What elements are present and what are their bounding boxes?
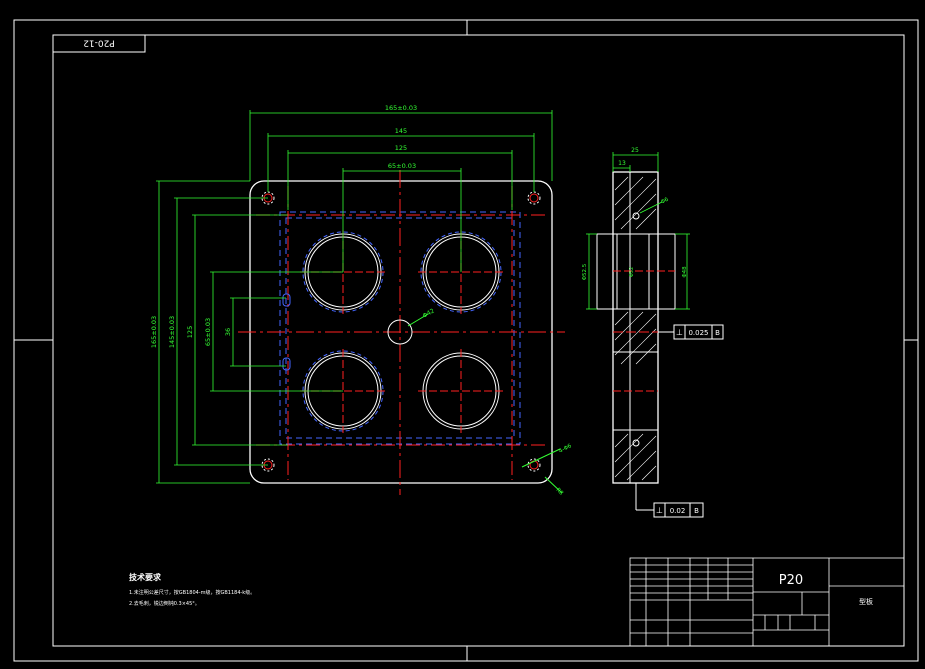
notes-heading: 技术要求 bbox=[129, 572, 162, 582]
dim-left-125: 125 bbox=[186, 326, 194, 338]
tolerance-parallel: ⊥ 0.02 B bbox=[635, 483, 704, 518]
svg-text:B: B bbox=[694, 507, 699, 515]
top-dimensions bbox=[249, 110, 553, 272]
hatch-middle bbox=[614, 311, 657, 365]
dim-left-145: 145±0.03 bbox=[168, 316, 176, 348]
center-hole-label: Φ42 bbox=[422, 307, 436, 319]
side-dim-mid: Φ52 bbox=[629, 267, 635, 277]
drawing-code: P20-12 bbox=[83, 38, 115, 48]
left-dimensions bbox=[156, 180, 343, 484]
side-dim-bore-left: Φ52.5 bbox=[582, 263, 588, 280]
svg-text:⊥: ⊥ bbox=[676, 328, 683, 337]
dim-top-145: 145 bbox=[395, 127, 407, 135]
tolerance-perpendicular: ⊥ 0.025 B bbox=[658, 324, 724, 340]
title-block bbox=[629, 557, 905, 647]
dim-top-65: 65±0.03 bbox=[388, 162, 416, 170]
hatch-top bbox=[614, 176, 657, 230]
notes-line1: 1.未注明公差尺寸，按GB1804-m级，按GB1184-k级。 bbox=[129, 589, 255, 596]
side-view bbox=[596, 171, 676, 484]
side-dim-13: 13 bbox=[618, 160, 626, 167]
hatch-bottom bbox=[614, 433, 657, 481]
inner-border bbox=[52, 34, 905, 647]
dim-left-36: 36 bbox=[224, 328, 232, 336]
svg-text:0.025: 0.025 bbox=[688, 329, 708, 337]
dim-left-65: 65±0.03 bbox=[204, 318, 212, 346]
technical-notes: 技术要求 1.未注明公差尺寸，按GB1804-m级，按GB1184-k级。 2.… bbox=[129, 572, 255, 607]
center-hole bbox=[387, 319, 413, 345]
side-dim-bore-right: Φ48 bbox=[682, 266, 688, 278]
title-part-name: P20 bbox=[779, 573, 803, 588]
drawing-code-box bbox=[52, 34, 146, 53]
svg-text:B: B bbox=[715, 329, 720, 337]
front-view: Φ42 4-Φ6 R8 bbox=[238, 170, 573, 497]
corner-radius: R8 bbox=[555, 487, 565, 497]
side-dim-width: 25 bbox=[631, 147, 639, 154]
dim-top-overall: 165±0.03 bbox=[385, 104, 417, 112]
dim-left-overall: 165±0.03 bbox=[150, 316, 158, 348]
dim-top-125: 125 bbox=[395, 144, 407, 152]
side-dim-hole: Φ6 bbox=[660, 196, 670, 205]
svg-text:0.02: 0.02 bbox=[670, 507, 686, 515]
side-dimensions bbox=[586, 152, 690, 310]
svg-text:⊥: ⊥ bbox=[656, 506, 663, 515]
notes-line2: 2.去毛刺，锐边倒钝0.3×45°。 bbox=[129, 600, 200, 607]
corner-note: 4-Φ6 bbox=[558, 443, 573, 455]
title-name-right: 型板 bbox=[859, 597, 873, 606]
